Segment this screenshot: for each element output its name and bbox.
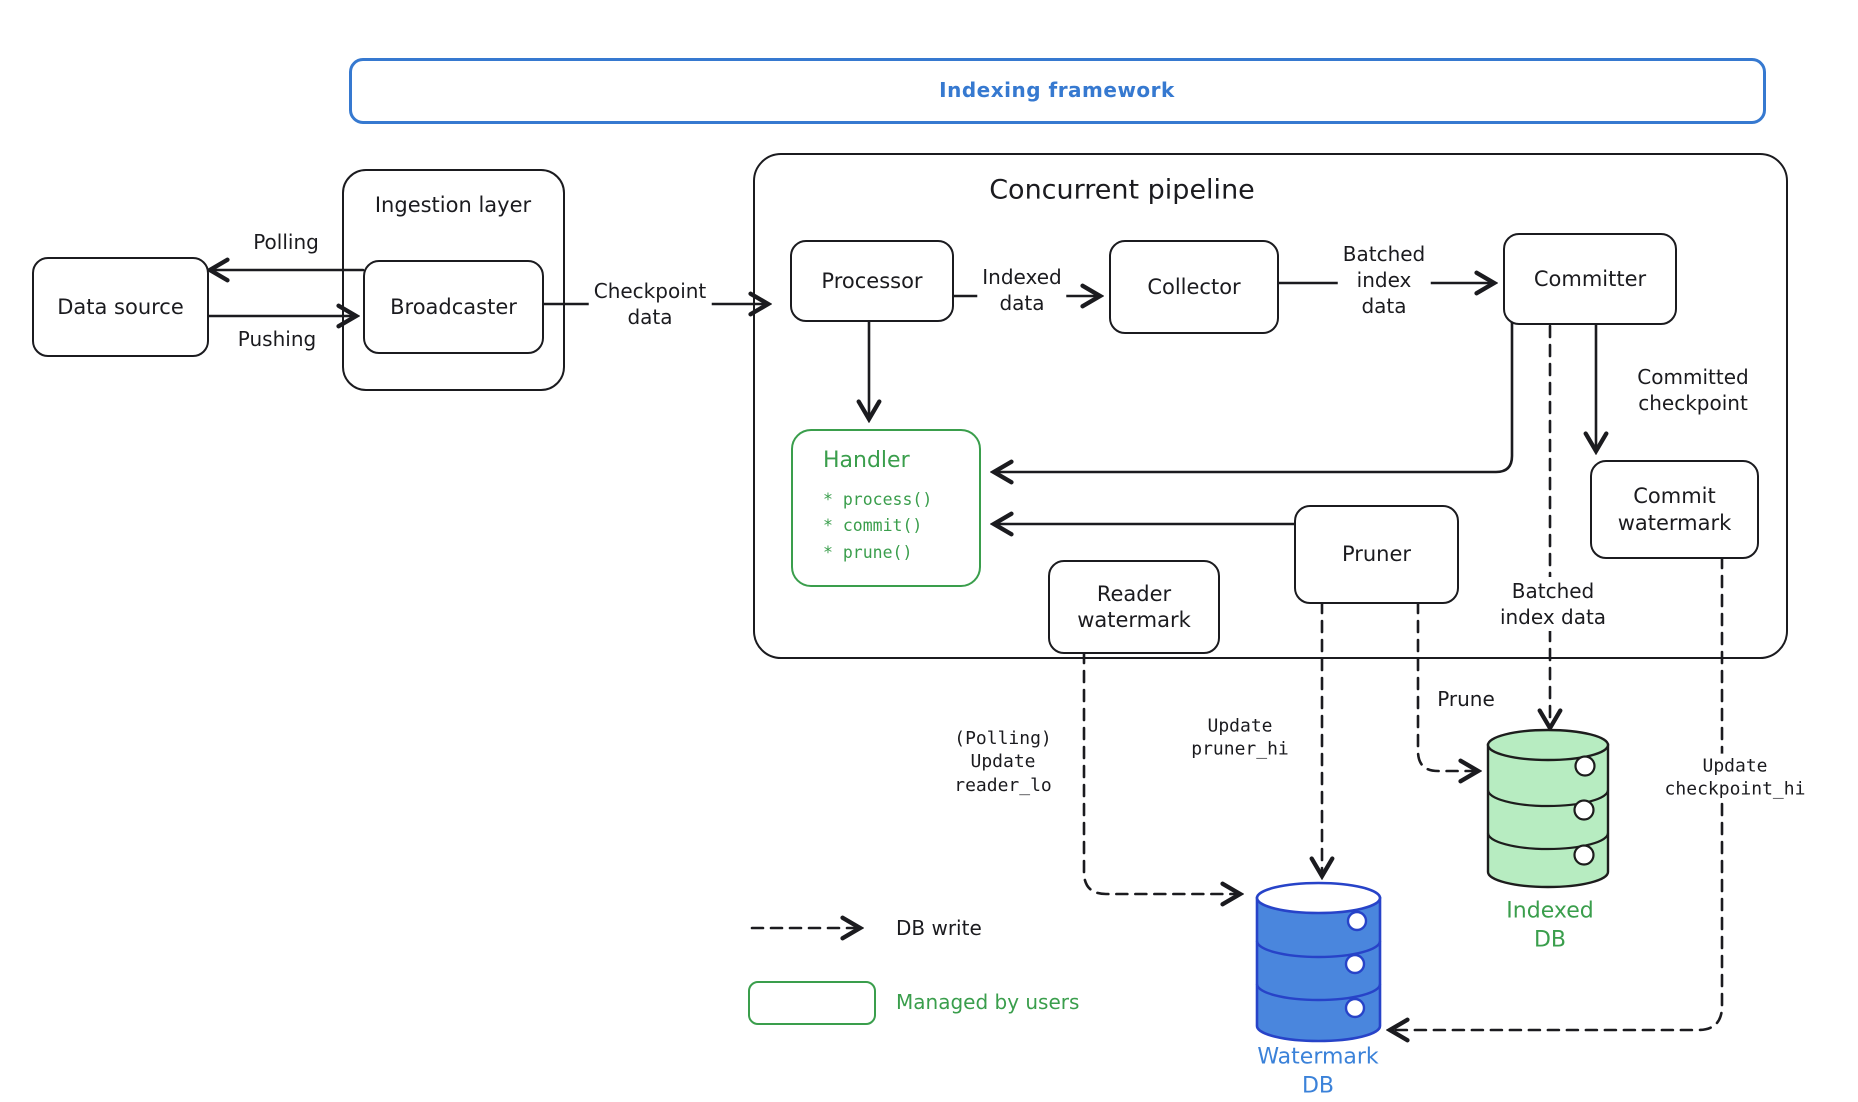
indexing-framework-title: Indexing framework <box>939 78 1175 102</box>
watermark-db-label: Watermark DB <box>1257 1044 1379 1098</box>
node-data-source: Data source <box>32 257 209 357</box>
handler-method-prune: * prune() <box>823 542 913 562</box>
label-committed-checkpoint: Committed checkpoint <box>1637 365 1749 415</box>
dashed-reader-to-watermark-db <box>1082 650 1238 894</box>
handler-method-process: * process() <box>823 489 933 509</box>
node-committer: Committer <box>1503 233 1677 325</box>
label-polling: Polling <box>253 230 319 254</box>
label-batched-index-data-top: Batched index data <box>1337 240 1431 320</box>
dashed-pruner-to-indexed-db <box>1416 600 1476 771</box>
committer-label: Committer <box>1533 266 1647 291</box>
node-pruner: Pruner <box>1294 505 1459 604</box>
node-collector: Collector <box>1109 240 1279 334</box>
label-update-checkpoint-hi: Update checkpoint_hi <box>1659 753 1811 803</box>
reader-watermark-line2: watermark <box>1077 608 1191 632</box>
label-pushing: Pushing <box>237 327 317 351</box>
collector-label: Collector <box>1147 274 1241 299</box>
arrow-committer-to-handler <box>996 319 1514 472</box>
indexed-db-label: Indexed DB <box>1506 898 1594 952</box>
broadcaster-label: Broadcaster <box>390 294 517 319</box>
dashed-commit-watermark-to-watermark-db <box>1392 555 1724 1030</box>
label-update-pruner-hi: Update pruner_hi <box>1186 713 1294 763</box>
node-reader-watermark: Reader watermark <box>1048 560 1220 654</box>
ingestion-layer-title: Ingestion layer <box>374 193 532 217</box>
node-processor: Processor <box>790 240 954 322</box>
legend-managed-by-users-box <box>748 981 876 1025</box>
handler-title: Handler <box>823 448 910 473</box>
indexed-db-cylinder <box>1486 728 1610 889</box>
label-batched-index-data-bottom: Batched index data <box>1494 577 1612 631</box>
watermark-db-cylinder <box>1255 881 1382 1043</box>
commit-watermark-line1: Commit <box>1633 484 1716 509</box>
node-commit-watermark: Commit watermark <box>1590 460 1759 559</box>
label-checkpoint-data: Checkpoint data <box>588 277 712 331</box>
legend-db-write-label: DB write <box>896 916 982 940</box>
indexing-framework-frame <box>349 58 1766 124</box>
reader-watermark-line1: Reader <box>1096 581 1172 606</box>
data-source-label: Data source <box>57 294 184 319</box>
pruner-label: Pruner <box>1341 542 1412 567</box>
label-prune: Prune <box>1437 687 1495 711</box>
node-handler: Handler * process() * commit() * prune() <box>791 429 981 587</box>
concurrent-pipeline-title: Concurrent pipeline <box>989 174 1255 206</box>
processor-label: Processor <box>821 268 923 293</box>
label-indexed-data: Indexed data <box>977 263 1067 317</box>
handler-method-commit: * commit() <box>823 516 923 536</box>
node-broadcaster: Broadcaster <box>363 260 544 354</box>
commit-watermark-line2: watermark <box>1617 510 1732 535</box>
legend-managed-by-users-label: Managed by users <box>896 990 1080 1014</box>
label-polling-update-reader-lo: (Polling) Update reader_lo <box>954 727 1052 796</box>
